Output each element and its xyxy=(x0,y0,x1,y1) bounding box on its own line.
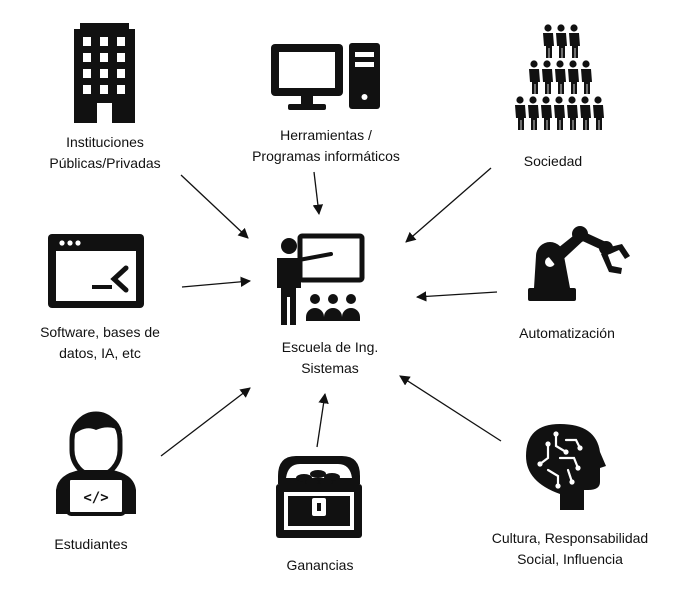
crowd-person-body xyxy=(580,105,591,130)
building-icon xyxy=(74,23,135,123)
crowd-person-head xyxy=(529,96,537,104)
teacher-presentation-icon xyxy=(277,233,365,325)
edges xyxy=(160,167,502,457)
svg-text:</>: </> xyxy=(83,490,108,506)
node-label-herramientas: Herramientas / Programas informáticos xyxy=(252,127,400,164)
node-label-estudiantes: Estudiantes xyxy=(54,536,128,552)
robotic-arm-icon xyxy=(528,226,630,301)
crowd-person-body xyxy=(543,33,554,58)
crowd-person-head xyxy=(516,96,524,104)
crowd-person-head xyxy=(544,24,552,32)
crowd-person-body xyxy=(528,105,539,130)
crowd-person-body xyxy=(593,105,604,130)
center-label: Escuela de Ing. Sistemas xyxy=(281,339,379,376)
crowd-person-head xyxy=(542,96,550,104)
edge-automatizacion-center xyxy=(415,291,498,302)
developer-laptop-icon: </> xyxy=(56,411,136,516)
crowd-person-head xyxy=(557,24,565,32)
node-label-ganancias: Ganancias xyxy=(286,557,354,573)
node-label-software: Software, bases de datos, IA, etc xyxy=(40,324,160,361)
crowd-person-head xyxy=(594,96,602,104)
crowd-person-body xyxy=(542,69,553,94)
desktop-computer-icon xyxy=(271,43,380,110)
edge-software-center xyxy=(181,276,252,288)
edge-herramientas-center xyxy=(312,171,324,216)
crowd-person-head xyxy=(530,60,538,68)
node-label-sociedad: Sociedad xyxy=(523,153,583,169)
crowd-person-head xyxy=(556,60,564,68)
crowd-person-body xyxy=(556,33,567,58)
crowd-person-body xyxy=(581,69,592,94)
edge-instituciones-center xyxy=(180,174,249,239)
crowd-person-body xyxy=(568,69,579,94)
edge-estudiantes-center xyxy=(160,387,251,457)
edge-cultura-center xyxy=(399,375,502,442)
crowd-person-head xyxy=(569,60,577,68)
node-label-cultura: Cultura, Responsabilidad Social, Influen… xyxy=(491,530,649,567)
crowd-person-body xyxy=(555,69,566,94)
crowd-person-body xyxy=(554,105,565,130)
crowd-person-head xyxy=(543,60,551,68)
node-label-instituciones: Instituciones Públicas/Privadas xyxy=(49,134,161,171)
crowd-icon xyxy=(515,24,604,130)
crowd-person-body xyxy=(567,105,578,130)
brain-circuit-head-icon xyxy=(526,424,606,510)
crowd-person-head xyxy=(568,96,576,104)
crowd-person-body xyxy=(515,105,526,130)
edge-sociedad-center xyxy=(405,167,492,243)
crowd-person-body xyxy=(541,105,552,130)
edge-ganancias-center xyxy=(316,392,329,448)
terminal-window-icon xyxy=(48,234,144,308)
crowd-person-head xyxy=(570,24,578,32)
crowd-person-head xyxy=(581,96,589,104)
crowd-person-body xyxy=(569,33,580,58)
node-label-automatizacion: Automatización xyxy=(519,325,615,341)
crowd-person-body xyxy=(529,69,540,94)
treasure-chest-icon xyxy=(276,456,362,538)
crowd-person-head xyxy=(582,60,590,68)
crowd-person-head xyxy=(555,96,563,104)
